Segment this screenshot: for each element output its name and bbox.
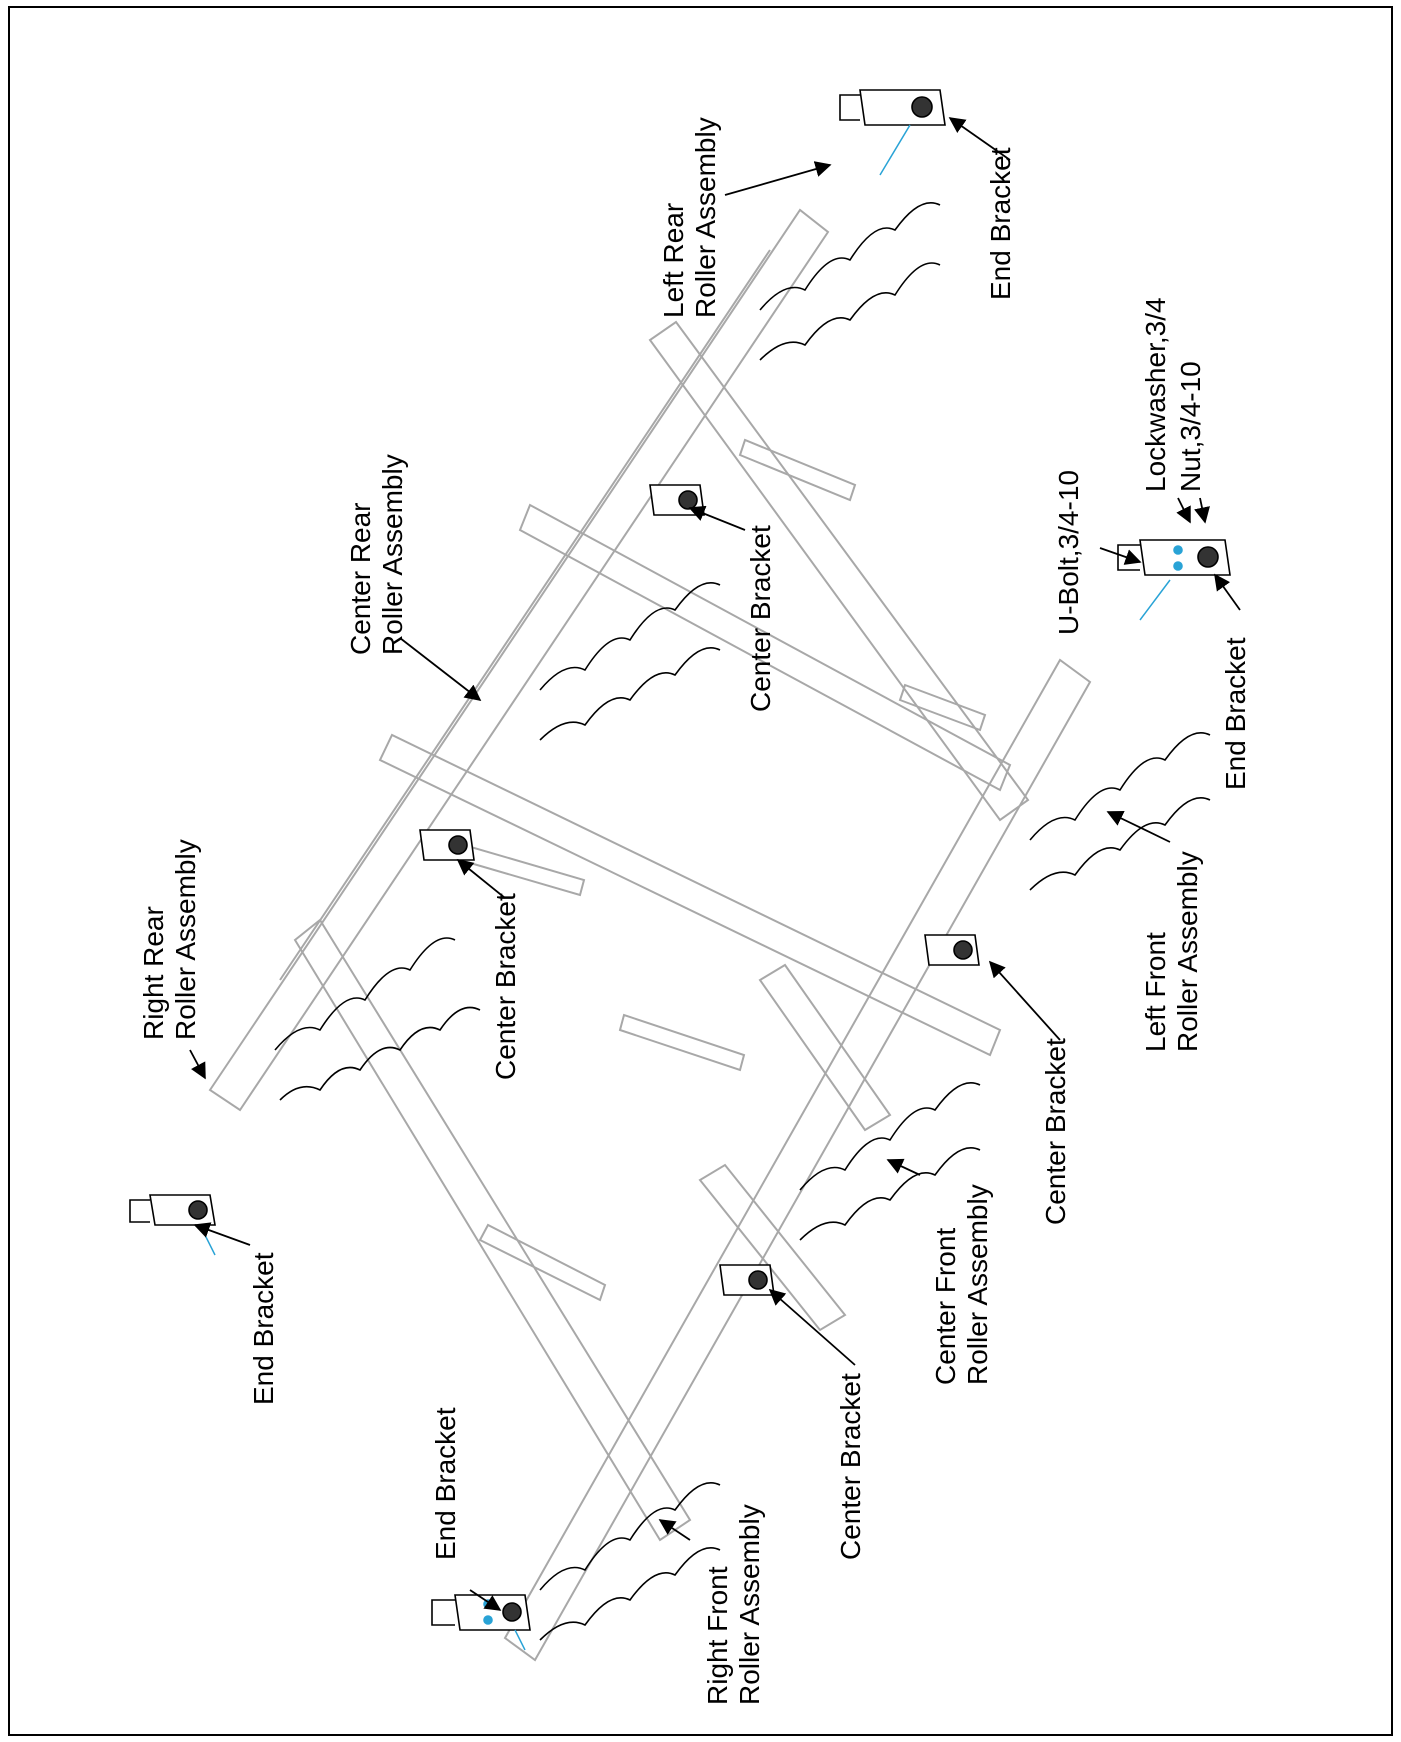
side-beam-right	[293, 918, 692, 1542]
label-left-rear-roller: Left Rear Roller Assembly	[658, 117, 721, 318]
mount-plate-1	[478, 1223, 607, 1302]
label-u-bolt: U-Bolt,3/4-10	[1053, 470, 1084, 635]
label-end-bracket-right-rear: End Bracket	[248, 1252, 279, 1405]
rear-beam-edge	[279, 249, 771, 981]
frame-beams	[208, 208, 1092, 1662]
arrow-center-rear-roller	[399, 637, 482, 701]
arrow-lockwasher	[1176, 497, 1191, 524]
label-end-bracket-right-front: End Bracket	[430, 1407, 461, 1560]
arrow-center-bracket-front-right	[768, 1288, 856, 1366]
arrow-center-bracket-front-left	[988, 960, 1061, 1041]
arrow-end-bracket-left-rear	[948, 117, 1011, 161]
center-bracket-rear-right	[419, 829, 475, 861]
arrow-end-bracket-right-rear	[193, 1222, 251, 1246]
mount-plate-2	[618, 1013, 746, 1072]
arrow-left-front-roller	[1106, 811, 1171, 843]
label-center-front-roller: Center Front Roller Assembly	[930, 1184, 993, 1385]
arrow-end-bracket-left-front	[1214, 573, 1241, 611]
drawing-border	[8, 6, 1393, 1736]
side-beam-left	[648, 320, 1030, 822]
arrow-right-front-roller	[658, 1519, 691, 1541]
label-right-front-roller: Right Front Roller Assembly	[702, 1504, 765, 1705]
arrow-left-rear-roller	[724, 161, 832, 196]
right-front-roller-edge	[539, 1482, 721, 1591]
arrow-center-bracket-rear-right	[456, 858, 506, 899]
hitch-arm-1	[758, 963, 892, 1132]
cross-beam-2	[518, 503, 1012, 792]
label-center-rear-roller: Center Rear Roller Assembly	[345, 454, 408, 655]
rear-beam	[208, 208, 830, 1112]
right-front-roller-teeth	[539, 1547, 721, 1641]
label-lockwasher: Lockwasher,3/4	[1140, 297, 1171, 492]
label-left-front-roller: Left Front Roller Assembly	[1140, 851, 1203, 1052]
center-bracket-front-left	[924, 934, 980, 966]
center-rear-roller-edge	[539, 582, 721, 691]
end-bracket-right-rear	[129, 1194, 216, 1226]
arrow-u-bolt	[1099, 547, 1142, 565]
label-center-bracket-rear-right: Center Bracket	[490, 893, 521, 1080]
label-end-bracket-left-front: End Bracket	[1220, 637, 1251, 790]
leader-arrows	[189, 117, 1241, 1611]
hitch-arm-2	[698, 1163, 847, 1332]
mount-plate-4	[738, 438, 857, 502]
front-beam	[503, 658, 1092, 1662]
label-right-rear-roller: Right Rear Roller Assembly	[138, 839, 201, 1040]
mount-plate-3	[458, 843, 586, 897]
right-rear-roller-edge	[274, 937, 456, 1051]
label-end-bracket-left-rear: End Bracket	[985, 147, 1016, 300]
left-rear-roller-edge	[759, 202, 941, 311]
arrow-right-rear-roller	[189, 1049, 206, 1080]
center-bracket-front-right	[719, 1264, 775, 1296]
left-front-roller-teeth	[1029, 797, 1211, 891]
arrow-nut	[1194, 497, 1210, 524]
end-bracket-left-front	[1117, 539, 1231, 576]
end-bracket-left-rear	[839, 89, 946, 126]
brackets	[129, 89, 1231, 1631]
cross-beam-1	[378, 733, 1002, 1057]
mount-plate-5	[898, 683, 987, 732]
arrow-end-bracket-right-front	[469, 1589, 502, 1611]
rear-roller-assemblies	[274, 202, 941, 1101]
label-center-bracket-rear-left: Center Bracket	[745, 525, 776, 712]
left-front-roller-edge	[1029, 732, 1211, 841]
end-bracket-right-front	[431, 1594, 531, 1631]
center-front-roller-teeth	[799, 1147, 981, 1241]
left-rear-roller-teeth	[759, 262, 941, 361]
center-front-roller-edge	[799, 1082, 981, 1191]
label-nut: Nut,3/4-10	[1175, 361, 1206, 492]
arrow-center-bracket-rear-left	[688, 505, 746, 531]
front-roller-assemblies	[539, 732, 1211, 1641]
label-center-bracket-front-right: Center Bracket	[835, 1373, 866, 1560]
arrow-center-front-roller	[886, 1158, 921, 1176]
right-rear-roller-teeth	[279, 1006, 481, 1101]
center-rear-roller-teeth	[539, 647, 721, 741]
label-center-bracket-front-left: Center Bracket	[1040, 1038, 1071, 1225]
